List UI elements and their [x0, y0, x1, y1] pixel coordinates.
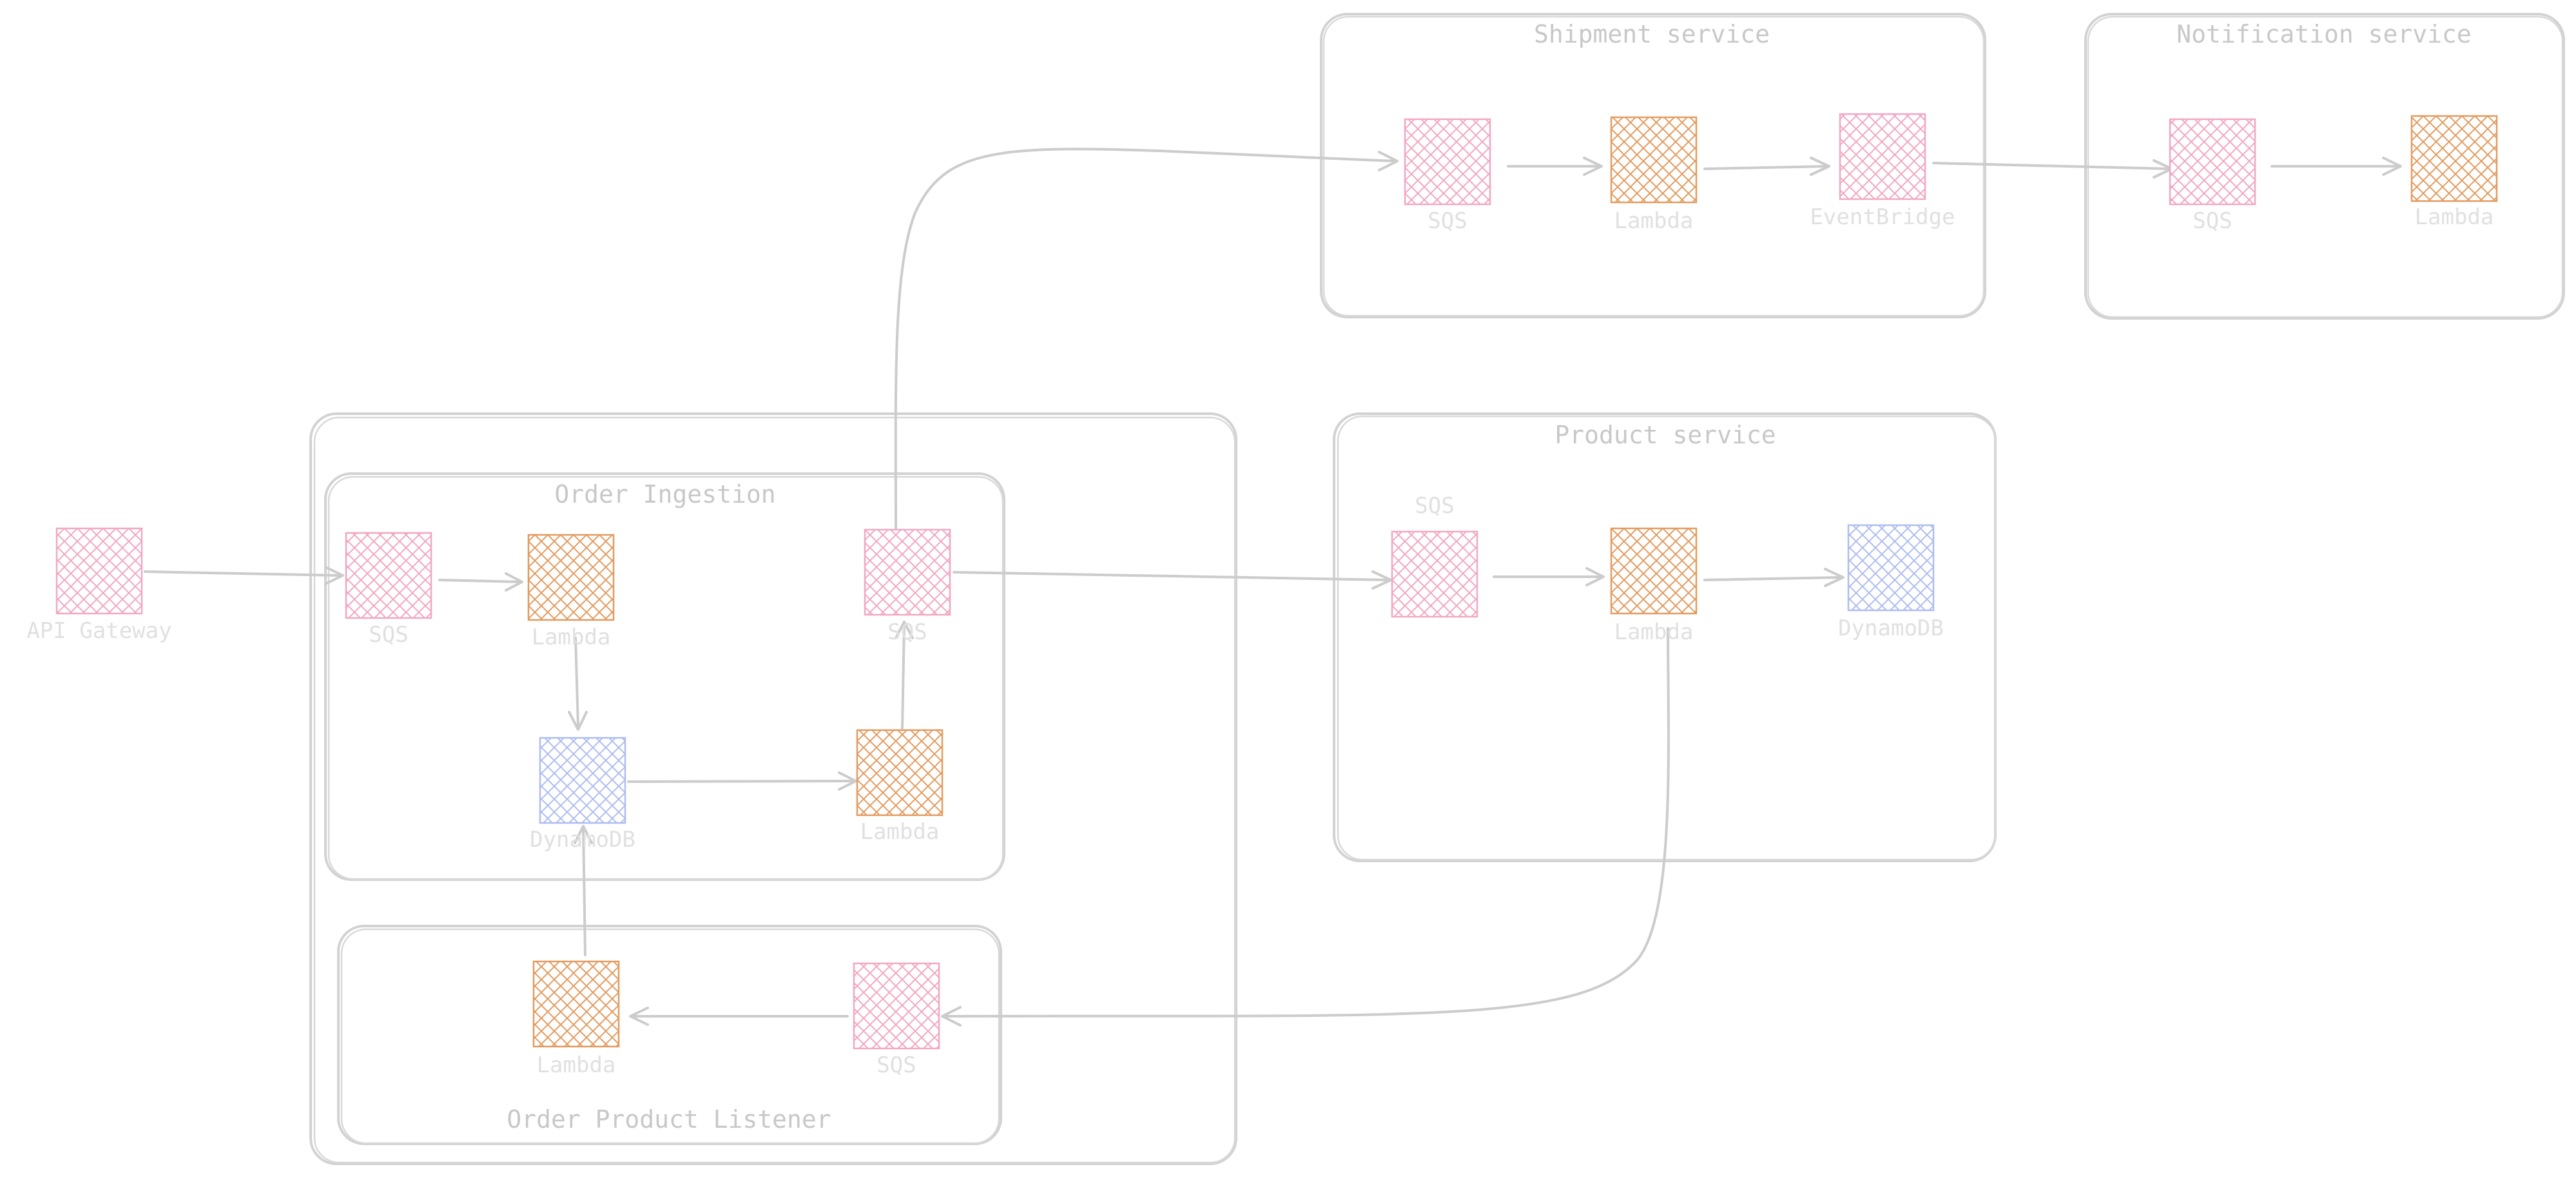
node-label: Lambda	[1614, 619, 1694, 645]
api-gateway-icon	[57, 528, 142, 613]
lambda-icon	[534, 961, 619, 1047]
node-lambda[interactable]: Lambda	[1610, 116, 1698, 234]
node-label: SQS	[876, 1052, 916, 1078]
edges-layer	[144, 148, 2402, 1027]
dynamodb-icon	[540, 738, 625, 823]
sqs-icon	[854, 963, 939, 1048]
arrowhead	[1824, 568, 1845, 587]
node-sqs[interactable]: SQS	[2169, 118, 2256, 234]
edge-dynamodb-to-lambda	[627, 780, 855, 783]
sqs-icon	[2170, 119, 2255, 204]
node-eventbridge[interactable]: EventBridge	[1810, 113, 1955, 230]
edge-eventbridge-to-notif-sqs	[1932, 162, 2171, 170]
node-label: Lambda	[537, 1052, 616, 1078]
node-lambda[interactable]: Lambda	[527, 534, 615, 650]
arrowhead	[1378, 151, 1399, 171]
node-lambda[interactable]: Lambda	[856, 729, 944, 845]
group-title-order-ingestion: Order Ingestion	[554, 480, 775, 508]
edge-prod-lambda-to-dynamodb	[1703, 576, 1841, 581]
node-sqs[interactable]: SQS	[864, 528, 951, 645]
node-label: SQS	[887, 619, 927, 645]
node-lambda[interactable]: Lambda	[532, 960, 620, 1078]
node-label: EventBridge	[1810, 204, 1955, 230]
arrowhead	[324, 566, 344, 585]
arrowhead	[1810, 157, 1830, 176]
node-sqs[interactable]: SQS	[345, 532, 432, 648]
node-lambda[interactable]: Lambda	[2410, 115, 2498, 230]
group-title-notification: Notification service	[2176, 20, 2472, 48]
dynamodb-icon	[1848, 525, 1933, 610]
arrowhead	[505, 572, 523, 592]
arrowhead	[838, 771, 857, 791]
arrowhead	[574, 825, 593, 844]
node-api-gateway[interactable]: API Gateway	[26, 527, 172, 644]
group-notification-service: Notification service	[2084, 13, 2565, 320]
group-order-ingestion: Order Ingestion	[324, 472, 1005, 881]
node-label: DynamoDB	[530, 827, 635, 853]
arrowhead	[568, 711, 588, 731]
group-order-product-listener: Order Product Listener	[337, 925, 1002, 1145]
arrowhead	[1585, 567, 1605, 586]
edge-sqs-out-to-shipment	[894, 148, 1397, 531]
node-lambda[interactable]: Lambda	[1610, 527, 1698, 645]
node-label: Lambda	[860, 819, 940, 845]
lambda-icon	[1611, 528, 1696, 613]
group-title-order-listener: Order Product Listener	[507, 1105, 831, 1134]
edge-sqs-to-lambda	[438, 579, 522, 583]
edge-sqs-out-to-product	[953, 571, 1390, 581]
eventbridge-icon	[1840, 114, 1925, 199]
lambda-icon	[528, 535, 614, 620]
arrowhead	[1583, 157, 1603, 176]
node-label: Lambda	[1614, 208, 1694, 234]
arrowhead	[895, 621, 914, 639]
node-dynamodb[interactable]: DynamoDB	[530, 737, 635, 853]
edge-ship-lambda-to-eventbridge	[1703, 165, 1828, 170]
edge-listener-lambda-to-dynamodb	[582, 827, 586, 956]
node-label: SQS	[369, 622, 408, 648]
group-title-product: Product service	[1554, 421, 1776, 449]
node-dynamodb[interactable]: DynamoDB	[1838, 524, 1944, 641]
node-label: Lambda	[2415, 204, 2494, 230]
sqs-icon	[1405, 119, 1490, 204]
sqs-icon	[346, 533, 431, 618]
node-label: DynamoDB	[1838, 615, 1944, 641]
lambda-icon	[1611, 117, 1696, 202]
arrowhead	[1371, 570, 1392, 590]
group-title-shipment: Shipment service	[1534, 20, 1770, 48]
lambda-icon	[2412, 116, 2497, 201]
node-sqs[interactable]: SQS	[1404, 118, 1491, 234]
group-shipment-service: Shipment service	[1320, 13, 1986, 318]
node-label: SQS	[1428, 208, 1467, 234]
lambda-icon	[857, 730, 942, 815]
node-label: API Gateway	[26, 618, 171, 644]
sqs-icon	[1392, 532, 1477, 617]
node-label: SQS	[1415, 493, 1454, 519]
node-label: SQS	[2193, 208, 2232, 234]
arrowhead	[941, 1006, 962, 1027]
node-sqs[interactable]: SQS	[1391, 493, 1478, 618]
edge-lambda-to-sqs-out	[901, 623, 905, 729]
group-order-service	[309, 412, 1237, 1165]
node-sqs[interactable]: SQS	[853, 962, 940, 1078]
arrowhead	[2382, 157, 2402, 176]
node-label: Lambda	[532, 624, 611, 650]
arrowhead	[629, 1007, 649, 1026]
edge-prod-lambda-to-listener-sqs	[943, 627, 1670, 1018]
edge-lambda-to-dynamodb	[574, 637, 579, 728]
sqs-icon	[865, 530, 950, 615]
edge-api-gateway-to-sqs	[144, 570, 343, 577]
